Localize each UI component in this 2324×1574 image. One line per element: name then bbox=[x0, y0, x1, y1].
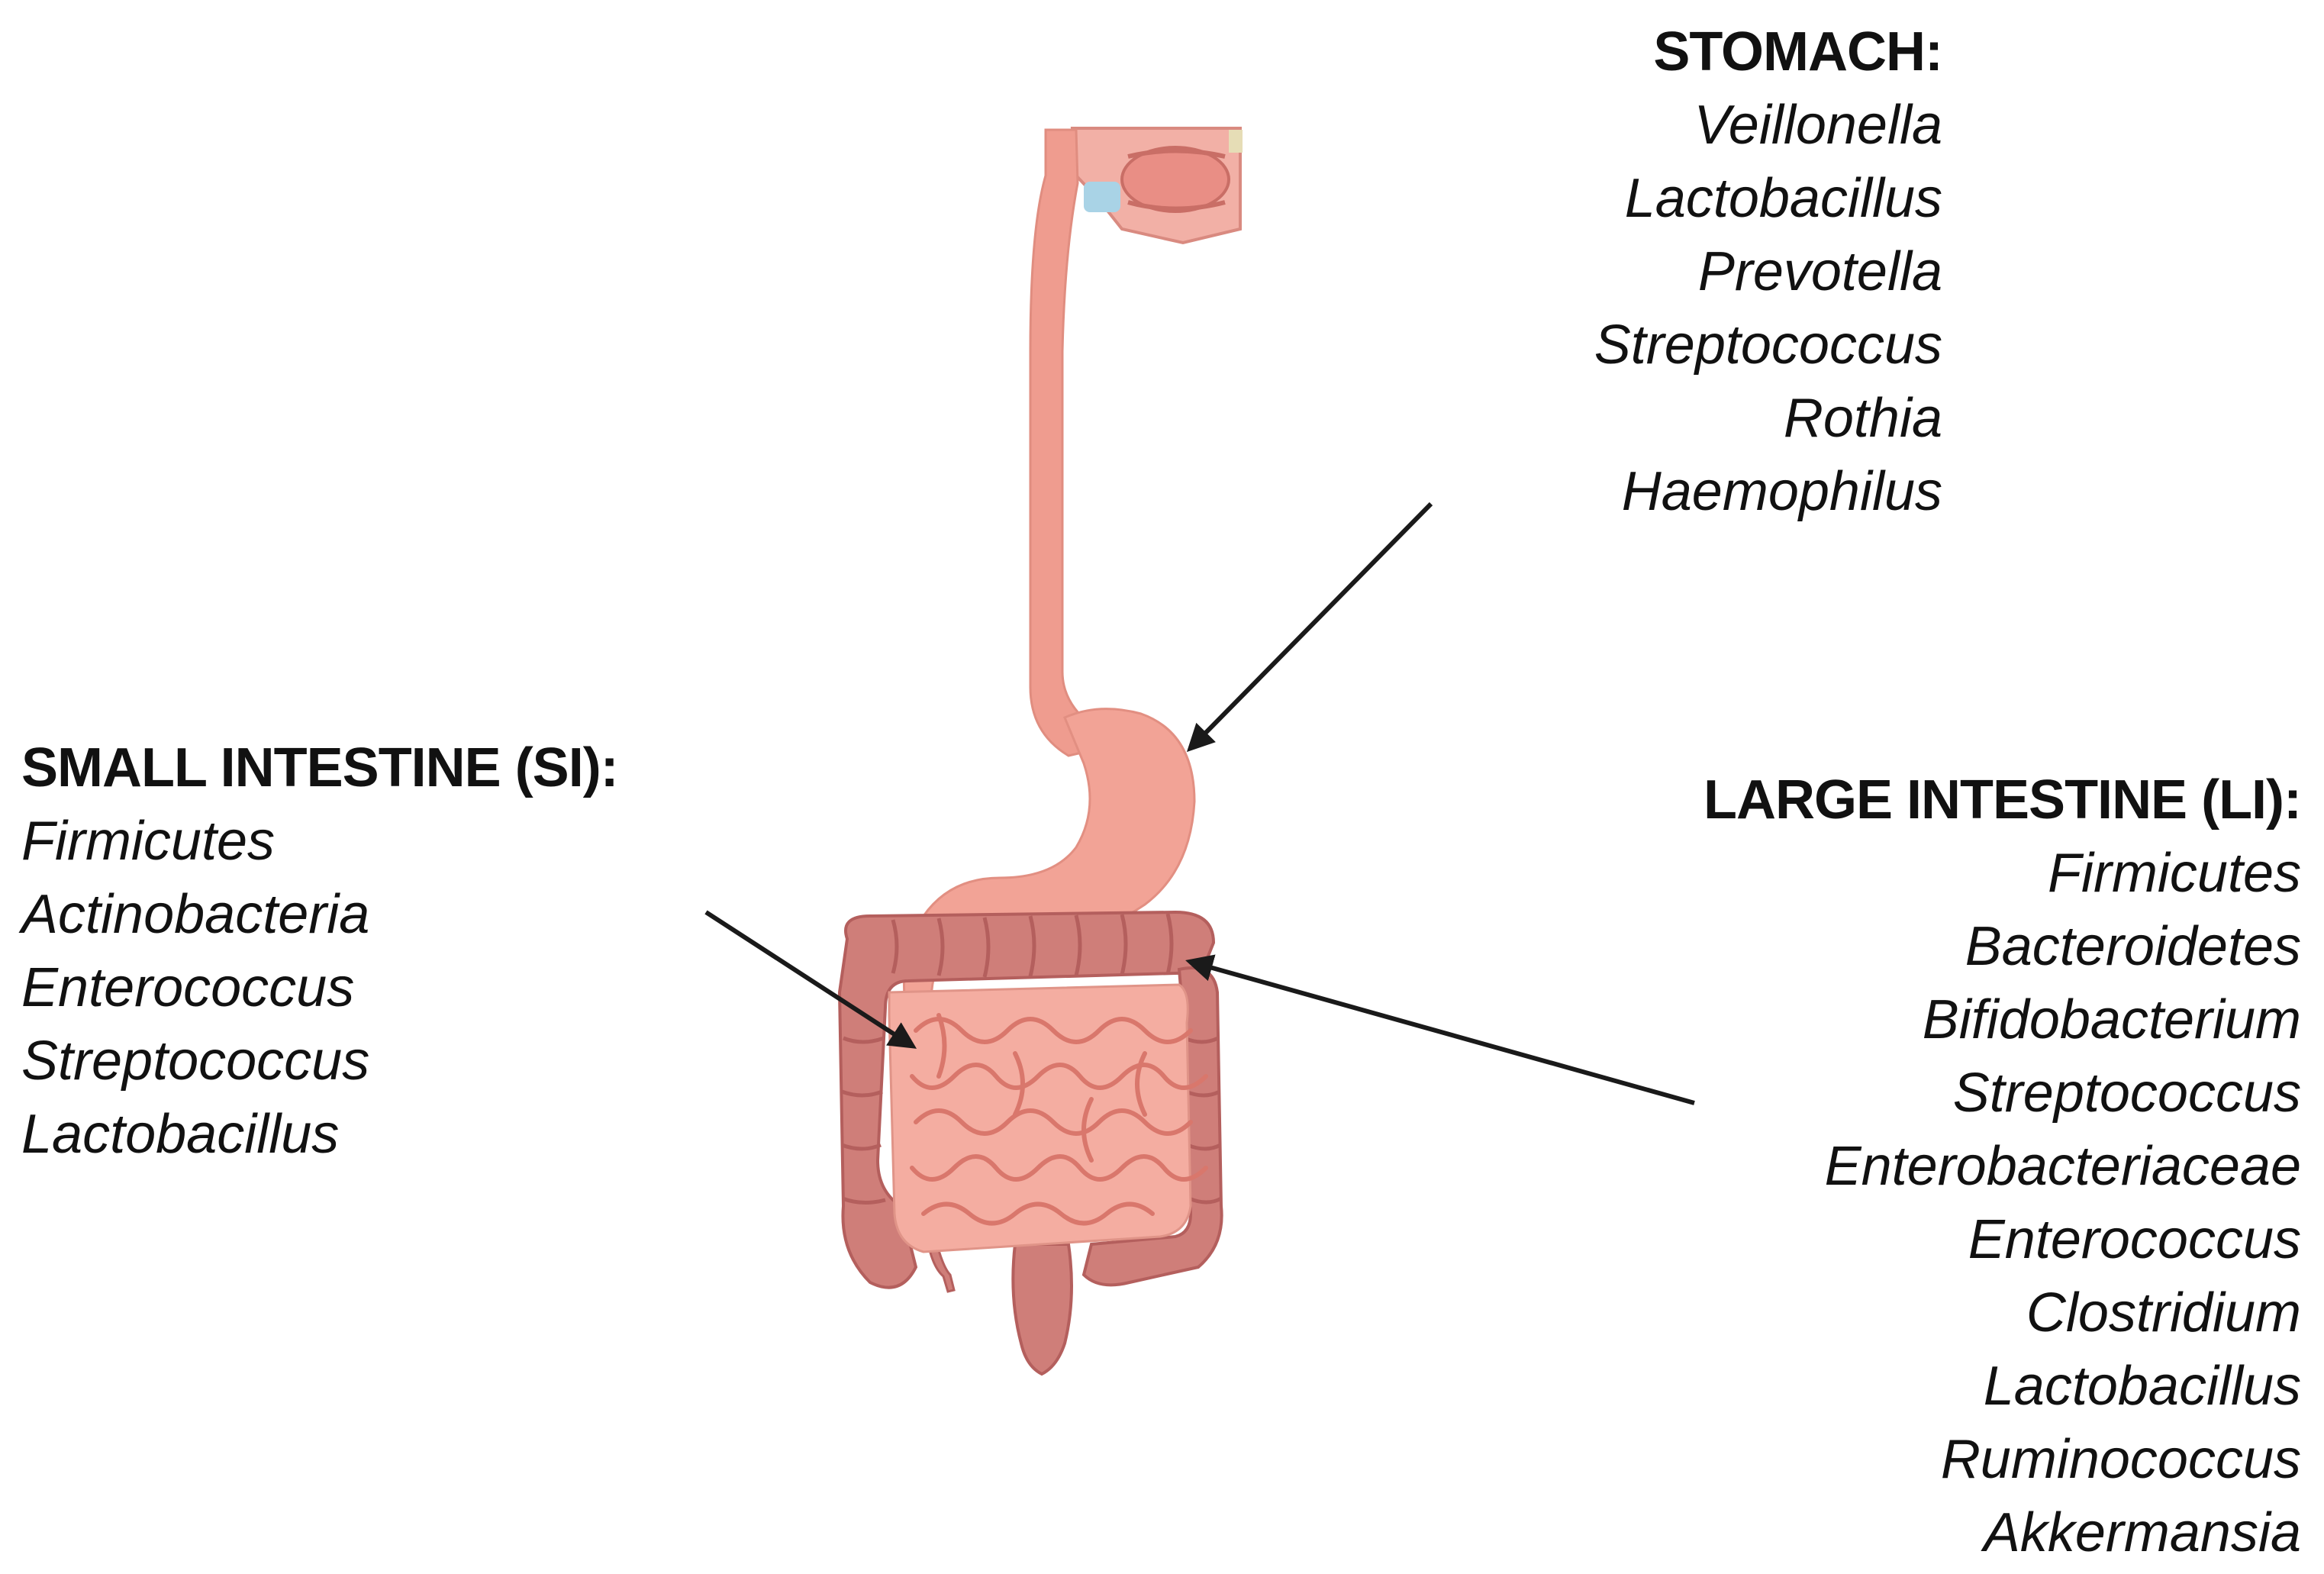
large-intestine-genera-list: Firmicutes Bacteroidetes Bifidobacterium… bbox=[1704, 837, 2301, 1569]
list-item: Enterococcus bbox=[21, 957, 355, 1018]
list-item: Lactobacillus bbox=[1624, 168, 1942, 229]
large-intestine-arrow bbox=[1185, 954, 1695, 1105]
stomach-heading: STOMACH: bbox=[1653, 21, 1943, 82]
list-item: Clostridium bbox=[2026, 1282, 2301, 1343]
large-intestine-label-group: LARGE INTESTINE (LI): Firmicutes Bactero… bbox=[1704, 763, 2302, 1569]
list-item: Bacteroidetes bbox=[1965, 916, 2301, 977]
list-item: Enterobacteriaceae bbox=[1824, 1136, 2301, 1197]
list-item: Bifidobacterium bbox=[1922, 989, 2301, 1050]
list-item: Streptococcus bbox=[21, 1031, 370, 1092]
list-item: Prevotella bbox=[1697, 241, 1942, 302]
list-item: Actinobacteria bbox=[21, 884, 370, 945]
stomach-genera-list: Veillonella Lactobacillus Prevotella Str… bbox=[1594, 89, 1942, 528]
esophagus bbox=[1029, 128, 1121, 757]
list-item: Veillonella bbox=[1694, 95, 1942, 156]
small-intestine-genera-list: Firmicutes Actinobacteria Enterococcus S… bbox=[21, 805, 618, 1171]
list-item: Rothia bbox=[1783, 388, 1942, 449]
stomach-arrow bbox=[1186, 502, 1433, 753]
large-intestine-heading: LARGE INTESTINE (LI): bbox=[1704, 769, 2302, 831]
list-item: Akkermansia bbox=[1983, 1502, 2301, 1563]
small-intestine-organ bbox=[888, 983, 1208, 1253]
list-item: Haemophilus bbox=[1621, 461, 1942, 522]
small-intestine-heading: SMALL INTESTINE (SI): bbox=[21, 737, 619, 798]
list-item: Firmicutes bbox=[2047, 843, 2301, 904]
list-item: Ruminococcus bbox=[1940, 1429, 2301, 1490]
stomach-label-group: STOMACH: Veillonella Lactobacillus Prevo… bbox=[1594, 15, 1943, 528]
list-item: Streptococcus bbox=[1952, 1063, 2301, 1124]
list-item: Lactobacillus bbox=[21, 1104, 340, 1165]
mouth-pharynx bbox=[1070, 127, 1243, 245]
small-intestine-arrow bbox=[704, 910, 917, 1049]
small-intestine-label-group: SMALL INTESTINE (SI): Firmicutes Actinob… bbox=[21, 731, 619, 1171]
list-item: Firmicutes bbox=[21, 811, 276, 872]
list-item: Streptococcus bbox=[1594, 314, 1942, 376]
list-item: Lactobacillus bbox=[1983, 1356, 2301, 1417]
list-item: Enterococcus bbox=[1968, 1209, 2301, 1270]
